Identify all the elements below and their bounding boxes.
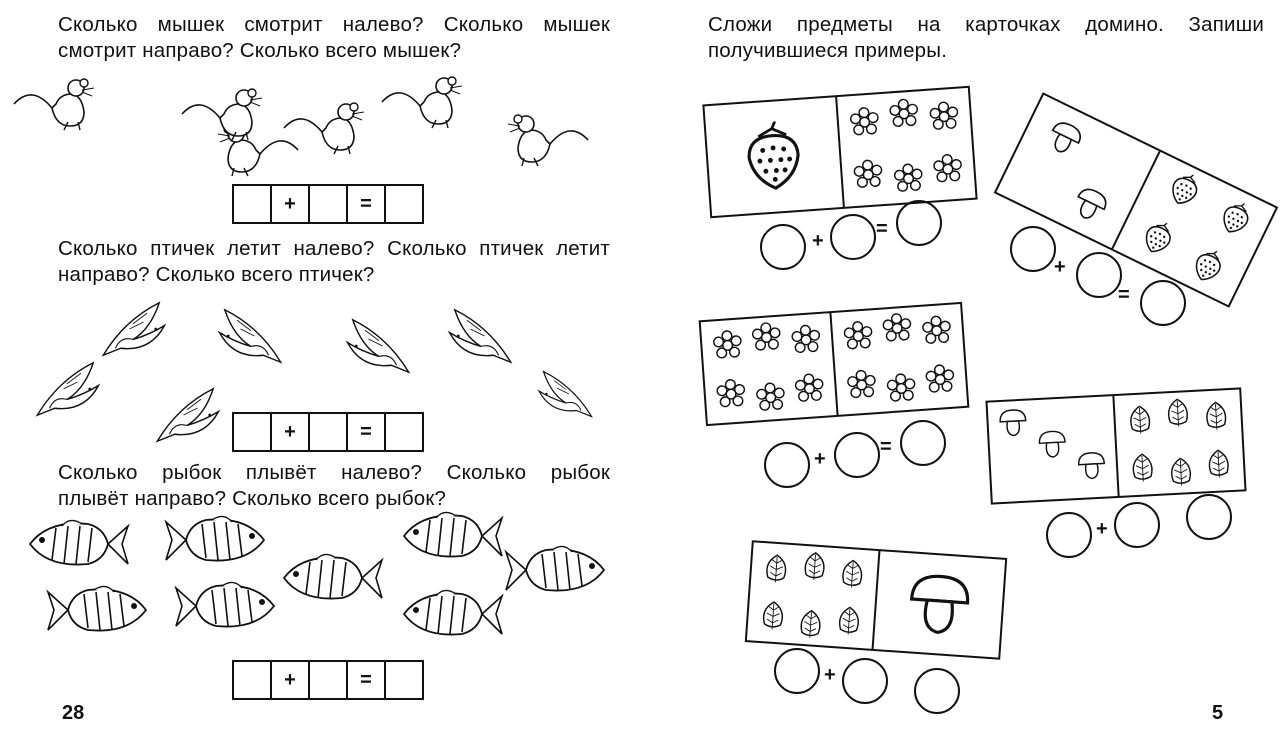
- task-line: направо? Сколько всего птичек?: [58, 263, 375, 286]
- answer-cell[interactable]: [234, 186, 272, 222]
- answer-circle[interactable]: [1076, 252, 1122, 298]
- equals-sign: =: [1118, 284, 1130, 306]
- domino-card: [702, 85, 978, 219]
- plus-sign: +: [272, 186, 310, 222]
- answer-circle[interactable]: [1046, 512, 1092, 558]
- domino-divider: [835, 96, 845, 208]
- plus-sign: +: [1054, 256, 1066, 278]
- domino-divider: [829, 312, 839, 416]
- task-fish: Сколько рыбок плывёт налево? Сколько рыб…: [58, 460, 610, 512]
- equals-sign: =: [880, 436, 892, 458]
- plus-sign: +: [824, 664, 836, 686]
- equals-sign: =: [876, 218, 888, 240]
- equals-sign: =: [348, 414, 386, 450]
- domino-divider: [871, 550, 881, 650]
- task-line: плывёт направо? Сколько всего рыбок?: [58, 487, 447, 510]
- task-domino: Сложи предметы на карточках домино. Запи…: [708, 12, 1264, 64]
- plus-sign: +: [812, 230, 824, 252]
- task-line: смотрит направо? Сколько всего мышек?: [58, 39, 462, 62]
- answer-circle[interactable]: [1186, 494, 1232, 540]
- answer-circle[interactable]: [830, 214, 876, 260]
- answer-circle[interactable]: [1140, 280, 1186, 326]
- answer-circle[interactable]: [842, 658, 888, 704]
- page-number-right: 5: [1212, 702, 1224, 724]
- answer-circle[interactable]: [764, 442, 810, 488]
- answer-row-birds: + =: [232, 412, 424, 452]
- plus-sign: +: [814, 448, 826, 470]
- domino-divider: [1110, 150, 1162, 250]
- plus-sign: +: [272, 414, 310, 450]
- domino-card: [993, 92, 1279, 308]
- answer-circle[interactable]: [834, 432, 880, 478]
- task-birds: Сколько птичек летит налево? Сколько пти…: [58, 236, 610, 288]
- answer-circle[interactable]: [1114, 502, 1160, 548]
- answer-circle[interactable]: [760, 224, 806, 270]
- domino-divider: [1112, 395, 1120, 497]
- plus-sign: +: [1096, 518, 1108, 540]
- page-number-left: 28: [62, 702, 85, 724]
- answer-circle[interactable]: [900, 420, 946, 466]
- task-line: Сколько мышек смотрит налево? Сколько мы…: [58, 13, 610, 36]
- answer-row-mice: + =: [232, 184, 424, 224]
- plus-sign: +: [272, 662, 310, 698]
- equals-sign: =: [348, 662, 386, 698]
- answer-row-fish: + =: [232, 660, 424, 700]
- domino-card: [744, 540, 1008, 660]
- task-line: Сложи предметы на карточках домино. Запи…: [708, 13, 1264, 36]
- task-line: получившиеся примеры.: [708, 39, 948, 62]
- answer-circle[interactable]: [1010, 226, 1056, 272]
- domino-card: [985, 387, 1247, 505]
- task-line: Сколько рыбок плывёт налево? Сколько рыб…: [58, 461, 610, 484]
- answer-cell[interactable]: [310, 662, 348, 698]
- domino-card: [698, 301, 970, 427]
- equals-sign: =: [348, 186, 386, 222]
- task-mice: Сколько мышек смотрит налево? Сколько мы…: [58, 12, 610, 64]
- answer-cell[interactable]: [310, 186, 348, 222]
- answer-circle[interactable]: [896, 200, 942, 246]
- answer-cell[interactable]: [310, 414, 348, 450]
- task-line: Сколько птичек летит налево? Сколько пти…: [58, 237, 610, 260]
- answer-cell[interactable]: [234, 414, 272, 450]
- answer-cell[interactable]: [234, 662, 272, 698]
- answer-circle[interactable]: [914, 668, 960, 714]
- answer-circle[interactable]: [774, 648, 820, 694]
